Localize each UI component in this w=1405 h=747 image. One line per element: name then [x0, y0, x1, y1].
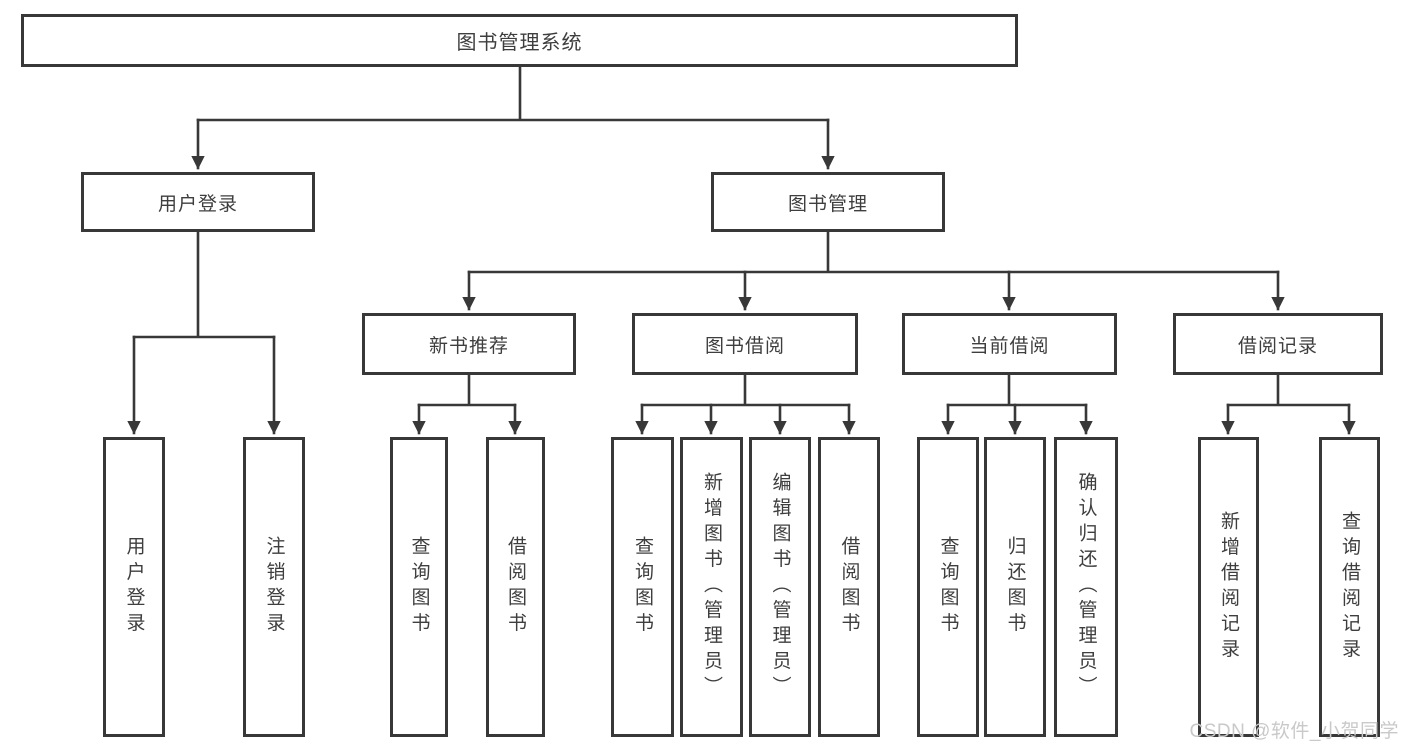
leaf-edit-books-admin-label: 编辑图书（管理员） [769, 472, 791, 702]
node-book-borrow-label: 图书借阅 [704, 335, 785, 357]
leaf-borrow-books-2: 借阅图书 [818, 437, 880, 737]
leaf-return-books-label: 归还图书 [1004, 536, 1026, 638]
node-current-borrow-label: 当前借阅 [969, 335, 1050, 357]
bus-book-mgmt-to-level3 [467, 230, 1280, 274]
leaf-query-books-2: 查询图书 [611, 437, 674, 737]
node-book-management: 图书管理 [711, 172, 945, 232]
node-new-book-recommend: 新书推荐 [362, 313, 576, 375]
node-book-borrow: 图书借阅 [632, 313, 858, 375]
node-root-library-system: 图书管理系统 [21, 14, 1018, 67]
bus-book-borrow [640, 373, 851, 407]
node-user-login-label: 用户登录 [157, 193, 238, 215]
leaf-query-borrow-record: 查询借阅记录 [1319, 437, 1380, 737]
node-book-management-label: 图书管理 [787, 193, 868, 215]
leaf-query-borrow-record-label: 查询借阅记录 [1339, 510, 1360, 664]
node-root-label: 图书管理系统 [456, 32, 583, 54]
bus-root-to-level2 [196, 65, 830, 122]
leaf-return-books: 归还图书 [984, 437, 1046, 737]
leaf-query-books-1-label: 查询图书 [408, 536, 430, 638]
leaf-query-books-3: 查询图书 [917, 437, 979, 737]
bus-user-login-to-leaves [132, 230, 276, 339]
node-borrow-records: 借阅记录 [1173, 313, 1383, 375]
leaf-borrow-books-1-label: 借阅图书 [505, 536, 526, 638]
leaf-user-login: 用户登录 [103, 437, 165, 737]
leaf-confirm-return-admin-label: 确认归还（管理员） [1075, 472, 1097, 702]
leaf-logout: 注销登录 [243, 437, 305, 737]
leaf-user-login-label: 用户登录 [123, 536, 145, 638]
leaf-query-books-2-label: 查询图书 [632, 536, 653, 638]
leaf-borrow-books-1: 借阅图书 [486, 437, 545, 737]
leaf-logout-label: 注销登录 [263, 536, 285, 638]
node-user-login: 用户登录 [81, 172, 315, 232]
leaf-edit-books-admin: 编辑图书（管理员） [749, 437, 811, 737]
leaf-confirm-return-admin: 确认归还（管理员） [1054, 437, 1118, 737]
node-borrow-records-label: 借阅记录 [1237, 335, 1318, 357]
leaf-add-books-admin-label: 新增图书（管理员） [701, 472, 722, 702]
leaf-add-borrow-record-label: 新增借阅记录 [1218, 510, 1239, 664]
bus-borrow-records [1226, 373, 1351, 407]
leaf-query-books-3-label: 查询图书 [937, 536, 959, 638]
csdn-watermark: CSDN @软件_小贺同学 [1189, 721, 1399, 742]
bus-new-book-recommend [417, 373, 517, 407]
leaf-add-borrow-record: 新增借阅记录 [1198, 437, 1259, 737]
node-new-book-recommend-label: 新书推荐 [428, 335, 509, 357]
bus-current-borrow [946, 373, 1088, 407]
leaf-borrow-books-2-label: 借阅图书 [838, 536, 860, 638]
leaf-add-books-admin: 新增图书（管理员） [680, 437, 743, 737]
leaf-query-books-1: 查询图书 [390, 437, 448, 737]
node-current-borrow: 当前借阅 [902, 313, 1117, 375]
